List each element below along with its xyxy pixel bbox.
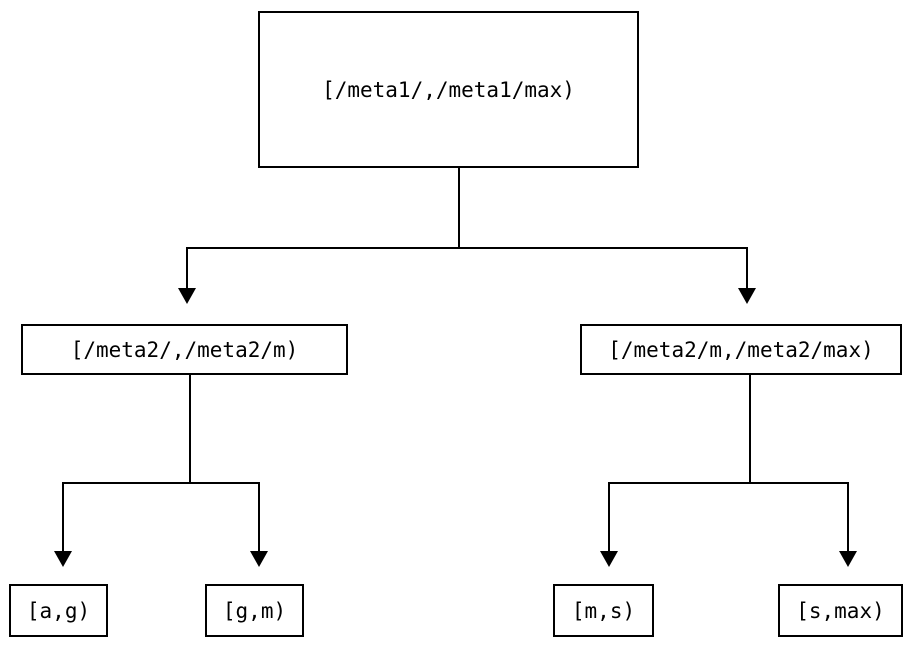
node-mid-left-label: [/meta2/,/meta2/m) <box>70 337 299 362</box>
edge-to-leaf-3 <box>608 482 610 552</box>
node-leaf-3-label: [m,s) <box>571 598 636 623</box>
node-mid-right-label: [/meta2/m,/meta2/max) <box>608 337 874 362</box>
node-mid-left[interactable]: [/meta2/,/meta2/m) <box>21 324 348 375</box>
edge-to-leaf-2 <box>258 482 260 552</box>
node-leaf-1[interactable]: [a,g) <box>9 584 108 637</box>
edge-to-mid-right <box>746 247 748 291</box>
node-leaf-4-label: [s,max) <box>796 598 885 623</box>
arrowhead-leaf-3 <box>600 551 618 567</box>
node-leaf-2[interactable]: [g,m) <box>205 584 304 637</box>
arrowhead-mid-right <box>738 288 756 304</box>
node-leaf-4[interactable]: [s,max) <box>778 584 903 637</box>
edge-mid-right-stem <box>749 375 751 483</box>
arrowhead-mid-left <box>178 288 196 304</box>
edge-mid-right-bar <box>608 482 848 484</box>
node-root-label: [/meta1/,/meta1/max) <box>322 77 575 102</box>
edge-root-bar <box>186 247 748 249</box>
edge-mid-left-bar <box>62 482 260 484</box>
arrowhead-leaf-4 <box>839 551 857 567</box>
node-leaf-3[interactable]: [m,s) <box>553 584 654 637</box>
node-mid-right[interactable]: [/meta2/m,/meta2/max) <box>580 324 902 375</box>
node-leaf-2-label: [g,m) <box>222 598 287 623</box>
node-leaf-1-label: [a,g) <box>26 598 91 623</box>
edge-mid-left-stem <box>189 375 191 483</box>
edge-to-leaf-1 <box>62 482 64 552</box>
edge-to-leaf-4 <box>847 482 849 552</box>
node-root[interactable]: [/meta1/,/meta1/max) <box>258 11 639 168</box>
edge-root-stem <box>458 168 460 248</box>
arrowhead-leaf-2 <box>250 551 268 567</box>
arrowhead-leaf-1 <box>54 551 72 567</box>
edge-to-mid-left <box>186 247 188 291</box>
